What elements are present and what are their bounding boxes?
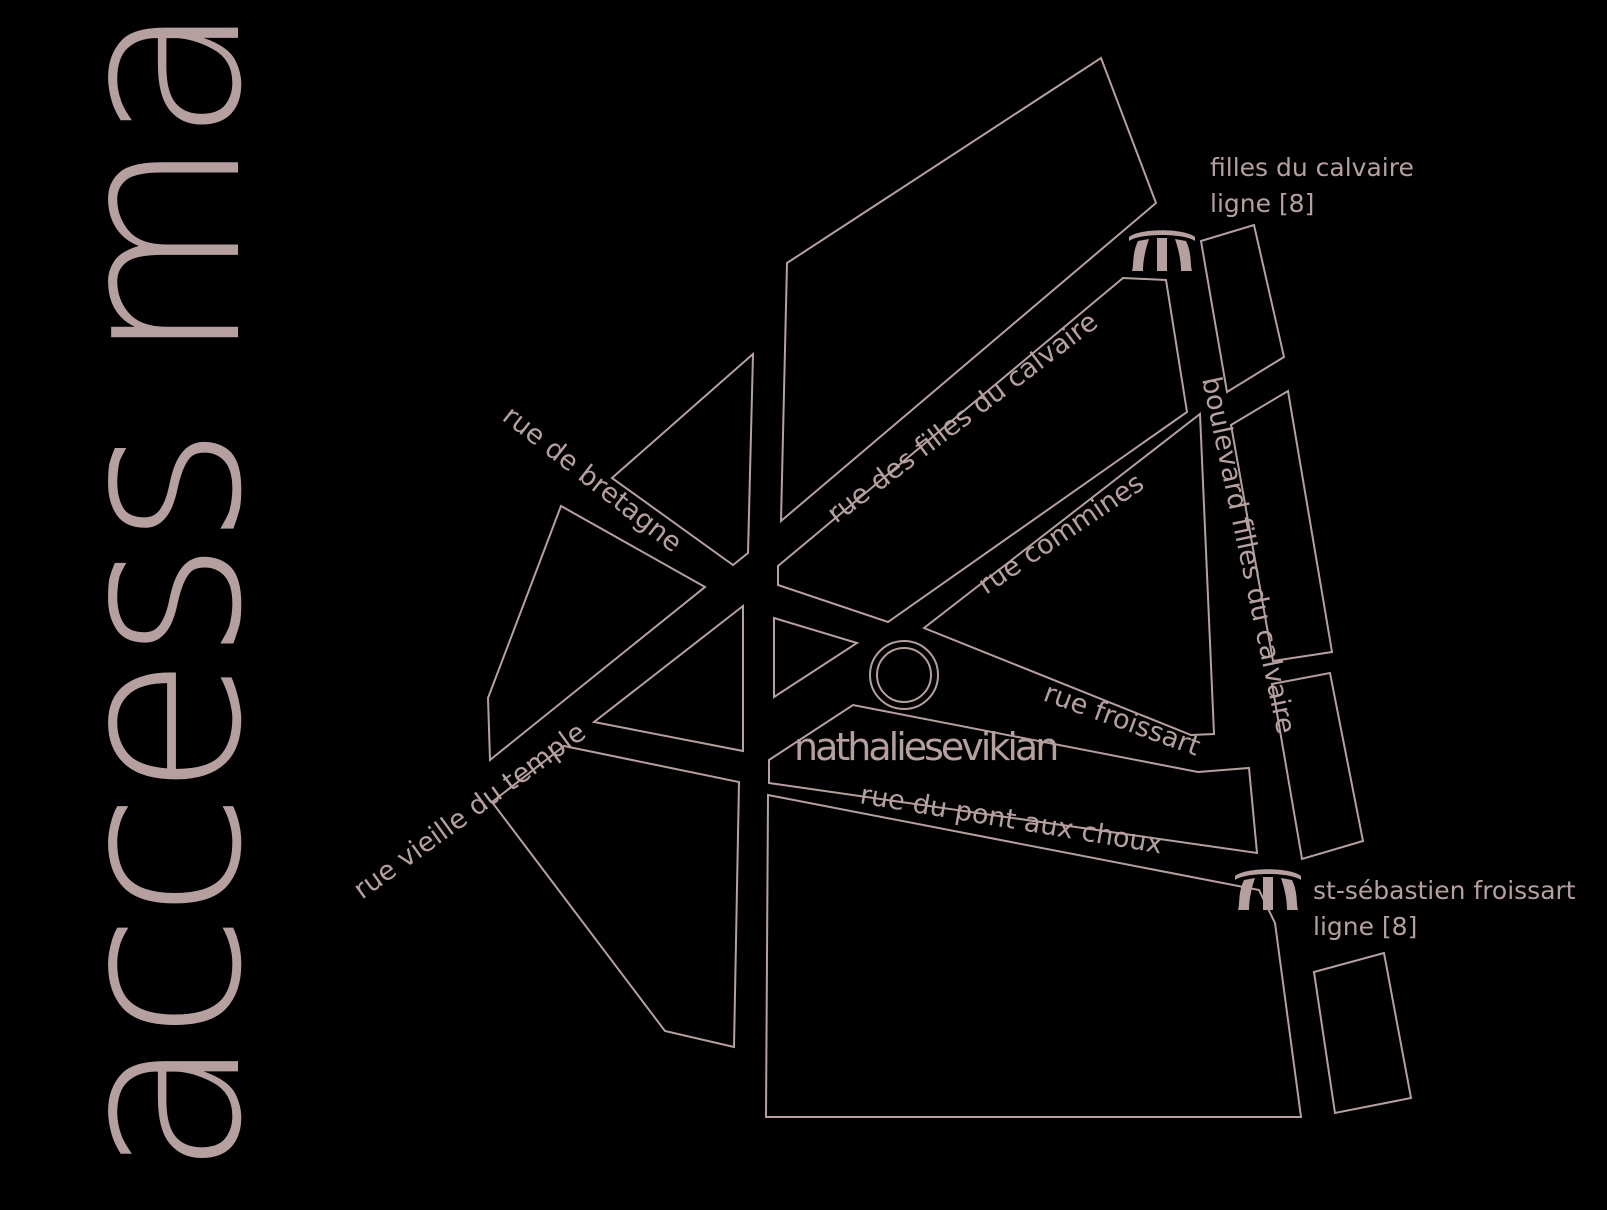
location-name: nathaliesevikian (794, 725, 1056, 769)
location-circle-icon (869, 640, 939, 710)
city-block (1270, 671, 1365, 861)
metro-icon (1235, 869, 1301, 910)
city-block (1312, 951, 1413, 1115)
station-line: ligne [8] (1313, 912, 1417, 941)
city-block (768, 703, 1259, 855)
location-circle-inner (876, 647, 932, 703)
city-block (1229, 389, 1334, 663)
location-marker: nathaliesevikian (794, 640, 1059, 769)
street-label-bretagne: rue de bretagne (497, 400, 688, 559)
city-block (922, 412, 1216, 737)
station-name: st-sébastien froissart (1313, 876, 1576, 905)
street-label-froissart: rue froissart (1040, 677, 1205, 762)
city-block (610, 351, 755, 567)
street-label-pont-aux-choux: rue du pont aux choux (858, 779, 1165, 860)
station-line: ligne [8] (1210, 189, 1314, 218)
city-block (777, 276, 1189, 624)
city-block (591, 603, 744, 753)
page-title: access map (23, 0, 293, 1177)
city-block (779, 56, 1158, 524)
street-label-filles-calvaire: rue des filles du calvaire (822, 306, 1104, 529)
metro-icon (1129, 230, 1195, 271)
city-blocks (486, 56, 1413, 1118)
city-block (764, 793, 1303, 1118)
city-block (773, 616, 860, 699)
street-label-commines: rue commines (973, 467, 1150, 600)
city-block (486, 504, 707, 763)
city-block (1199, 223, 1286, 394)
street-label-vieille-temple: rue vieille du temple (348, 717, 592, 906)
city-block (490, 744, 741, 1049)
station-name: filles du calvaire (1210, 153, 1414, 182)
